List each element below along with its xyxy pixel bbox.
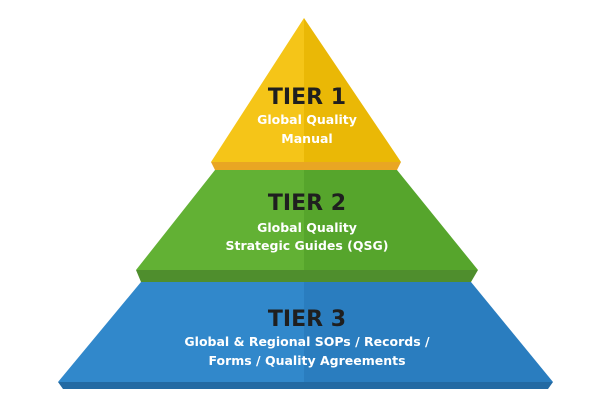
tier-2-bottom-edge: [136, 270, 478, 282]
tier-1-title: TIER 1: [268, 85, 346, 110]
tier-3-bottom-edge: [58, 382, 553, 389]
tier-3: TIER 3 Global & Regional SOPs / Records …: [58, 282, 553, 389]
tier-3-face-right: [304, 282, 553, 382]
tier-1-face-left: [211, 18, 304, 162]
tier-2-desc-line-1: Global Quality: [257, 220, 357, 235]
tier-1: TIER 1 Global Quality Manual: [211, 18, 401, 170]
tier-3-face-left: [58, 282, 304, 382]
tier-3-title: TIER 3: [268, 307, 346, 332]
tier-2-face-left: [136, 170, 304, 270]
tier-1-desc-line-2: Manual: [281, 131, 332, 146]
tier-2-title: TIER 2: [268, 191, 346, 216]
tier-3-desc-line-2: Forms / Quality Agreements: [208, 353, 405, 368]
tier-2-desc-line-2: Strategic Guides (QSG): [225, 238, 388, 253]
tier-1-bottom-edge: [211, 162, 401, 170]
tier-1-face-right: [304, 18, 401, 162]
tier-3-desc-line-1: Global & Regional SOPs / Records /: [184, 334, 430, 349]
tier-1-desc-line-1: Global Quality: [257, 112, 357, 127]
tier-2: TIER 2 Global Quality Strategic Guides (…: [136, 170, 478, 282]
tier-2-face-right: [304, 170, 478, 270]
